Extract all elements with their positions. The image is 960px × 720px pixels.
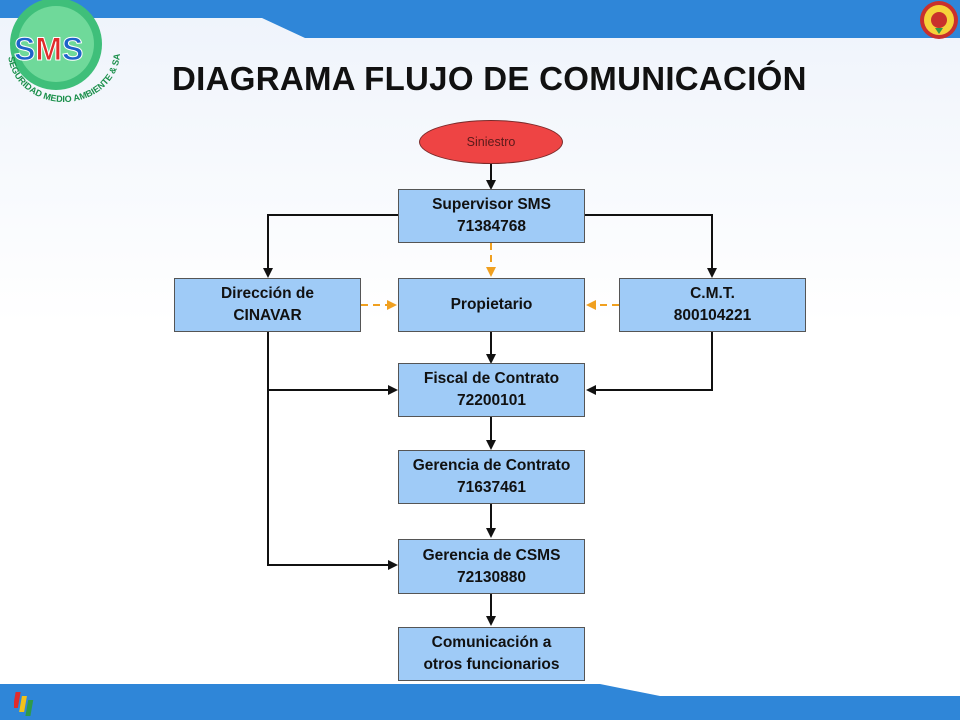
node-propietario: Propietario [398,278,585,332]
bottom-blue-band [0,684,960,720]
node-fiscal-contrato-label: Fiscal de Contrato 72200101 [423,370,560,409]
logo-letter-m: M [35,31,62,67]
arrow-direccion-gerencia-csms [267,390,398,570]
node-supervisor-sms-label: Supervisor SMS 71384768 [432,196,551,235]
node-cmt: C.M.T. 800104221 [619,278,806,332]
node-propietario-label: Propietario [450,296,533,314]
arrow-direccion-fiscal [267,332,398,395]
node-fiscal-contrato: Fiscal de Contrato 72200101 [398,363,585,417]
node-gerencia-csms-label: Gerencia de CSMS 72130880 [422,546,561,586]
svg-text:SMS: SMS [14,31,83,67]
node-siniestro-label: Siniestro [466,135,516,149]
page-title: DIAGRAMA FLUJO DE COMUNICACIÓN [172,60,807,97]
node-comunicacion-label: Comunicación a otros funcionarios [423,634,560,673]
node-gerencia-csms: Gerencia de CSMS 72130880 [398,539,585,594]
logo-letter-s2: S [62,31,83,67]
arrow-cmt-fiscal [586,332,713,395]
arrow-supervisor-cmt [585,214,717,278]
top-blue-band [0,0,960,38]
sms-logo: SMS SEGURIDAD MEDIO AMBIENTE & SALUD [0,0,122,104]
logo-letter-s1: S [14,31,35,67]
corner-logo-icon [14,692,34,716]
node-cmt-label: C.M.T. 800104221 [673,285,752,324]
crest-emblem-icon [920,1,958,39]
node-direccion-cinavar-label: Dirección de CINAVAR [220,285,315,324]
node-gerencia-contrato-label: Gerencia de Contrato 71637461 [412,457,571,496]
node-siniestro: Siniestro [419,120,563,164]
node-direccion-cinavar: Dirección de CINAVAR [174,278,361,332]
node-gerencia-contrato: Gerencia de Contrato 71637461 [398,450,585,504]
node-supervisor-sms: Supervisor SMS 71384768 [398,189,585,243]
node-comunicacion: Comunicación a otros funcionarios [398,627,585,681]
arrow-supervisor-direccion [263,214,398,278]
